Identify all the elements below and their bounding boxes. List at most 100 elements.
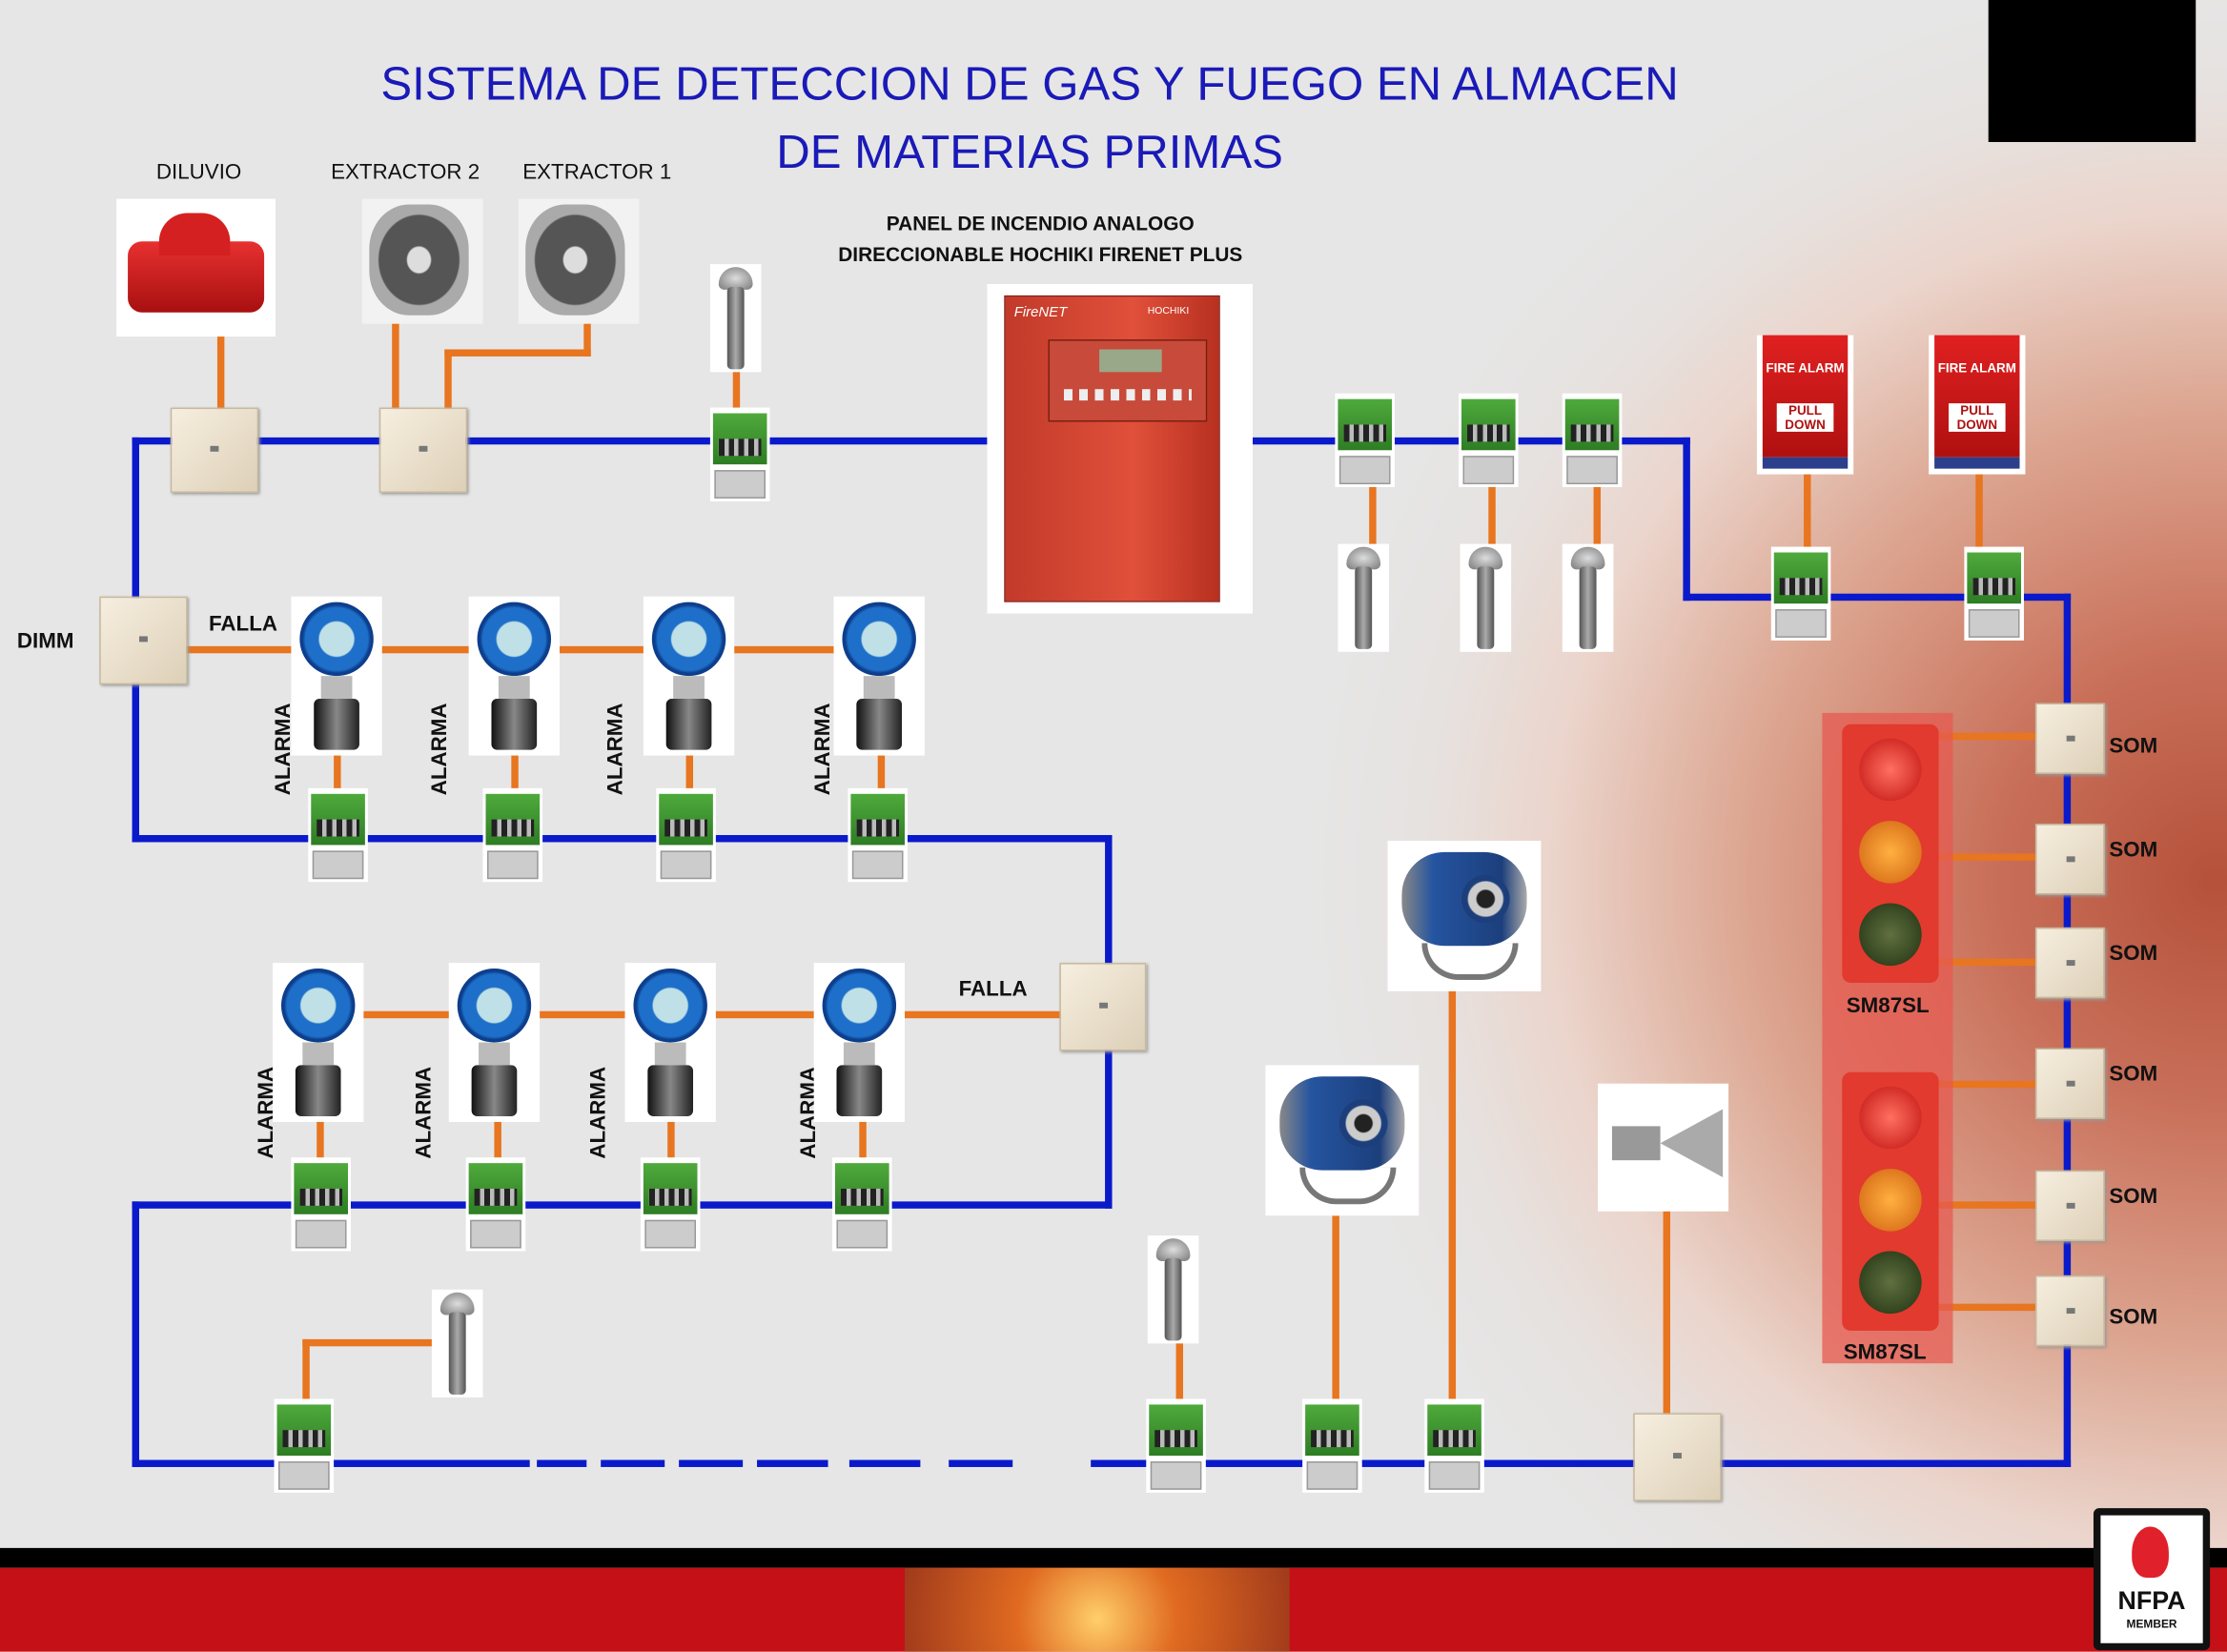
terminal-block-icon [282,1430,326,1448]
label-som-1: SOM [2109,734,2158,759]
panel-brand: FireNET [1013,305,1068,321]
signal-loop-line [757,1459,828,1467]
heat-sensor [431,1289,483,1397]
addressable-module [482,787,543,883]
signal-loop-line [132,437,999,445]
device-branch-line [302,1338,310,1403]
panel-controls[interactable] [1048,339,1208,422]
signal-loop-line [132,1201,140,1467]
horn-cone-icon [1660,1109,1724,1178]
label-sm87sl-1: SM87SL [1846,993,1930,1019]
device-branch-line [1935,958,2040,967]
panel-cabinet: FireNET HOCHIKI [1004,295,1220,602]
label-falla-2: FALLA [958,976,1028,1002]
som-module [2034,927,2105,999]
device-branch-line [1975,470,1983,552]
som-module [2034,824,2105,895]
label-som-6: SOM [2109,1305,2158,1330]
pull-station-text: FIRE ALARM [1937,360,2016,376]
module-base [851,850,904,880]
addressable-module [308,787,368,883]
terminal-block-icon [1972,578,2016,596]
addressable-module [709,407,770,501]
fire-image [905,1567,1290,1652]
flame-detector [1387,840,1542,991]
horn-module [1633,1413,1722,1501]
monitor-module [378,407,468,493]
terminal-block-icon [1343,424,1387,442]
addressable-module [291,1157,351,1252]
extractor-1-fan [518,198,640,324]
label-alarma: ALARMA [586,1066,611,1159]
device-branch-line [1332,1215,1339,1403]
module-base [470,1219,521,1249]
device-branch-line [334,749,341,796]
som-module [2034,1275,2105,1347]
som-module [2034,703,2105,774]
flame-detector [1265,1065,1420,1216]
module-base [1338,456,1391,485]
monitor-module [170,407,259,493]
label-alarma: ALARMA [412,1066,437,1159]
device-branch-line [1935,732,2040,741]
horn-speaker [1598,1083,1729,1212]
addressable-module [848,787,908,883]
fire-alarm-panel[interactable]: FireNET HOCHIKI [987,283,1254,614]
gas-detector [291,596,382,756]
gas-detector [468,596,560,756]
device-branch-line [1935,1080,2040,1089]
signal-loop-line [848,1459,921,1467]
device-branch-line [444,349,591,357]
module-base [295,1219,347,1249]
addressable-module [1302,1398,1362,1493]
som-module [2034,1048,2105,1119]
panel-maker: HOCHIKI [1147,306,1190,317]
gas-detector [448,963,541,1122]
addressable-module [1424,1398,1484,1493]
signal-loop-line [679,1459,744,1467]
label-extractor-1: EXTRACTOR 1 [522,160,672,185]
module-base [660,850,712,880]
signal-loop-line [132,1201,1113,1209]
footer-line [0,1547,2227,1568]
label-som-5: SOM [2109,1184,2158,1209]
device-branch-line [1935,1201,2040,1209]
valve-top-icon [158,213,231,256]
signal-tower-beacon [1842,724,1939,983]
module-base [278,1461,330,1490]
module-base [1775,609,1827,638]
terminal-block-icon [299,1188,343,1206]
device-branch-line [317,1115,324,1165]
label-som-3: SOM [2109,941,2158,967]
addressable-module [1964,546,2024,641]
gas-detector [273,963,364,1122]
label-alarma: ALARMA [603,703,628,796]
label-som-4: SOM [2109,1062,2158,1087]
terminal-block-icon [664,819,707,837]
pull-station-handle: PULL DOWN [1949,403,2006,432]
pull-station-handle: PULL DOWN [1776,403,1834,432]
device-branch-line [1593,482,1602,552]
gas-detector [624,963,716,1122]
title-line-2: DE MATERIAS PRIMAS [776,125,1283,178]
addressable-module [640,1157,701,1252]
signal-loop-line [537,1459,587,1467]
device-branch-line [1369,482,1377,552]
module-base [644,1219,697,1249]
device-branch-line [1488,482,1496,552]
device-branch-line [302,1338,438,1347]
device-branch-line [444,349,452,413]
nfpa-logo: NFPA MEMBER [2093,1508,2211,1651]
device-branch-line [877,749,886,796]
panel-buttons[interactable] [1063,389,1192,401]
device-branch-line [1175,1338,1184,1403]
device-branch-line [392,320,399,413]
gas-detector [833,596,925,756]
pull-station[interactable]: FIRE ALARM PULL DOWN [1929,335,2026,475]
terminal-block-icon [856,819,900,837]
som-module [2034,1170,2105,1242]
fault-module [1059,963,1147,1051]
addressable-module [832,1157,892,1252]
device-branch-line [511,749,519,796]
